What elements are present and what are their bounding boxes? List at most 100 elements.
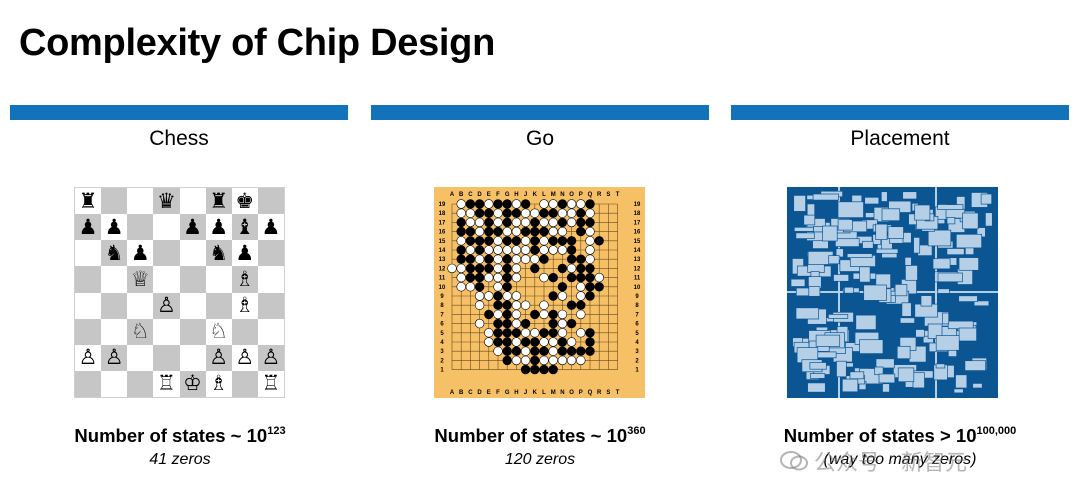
go-black-stone — [585, 328, 595, 338]
go-white-stone — [557, 309, 568, 320]
go-col-label: L — [542, 192, 546, 198]
chess-square — [179, 188, 206, 215]
go-black-stone — [576, 263, 586, 274]
go-white-stone — [530, 328, 540, 338]
placement-diagram — [787, 187, 998, 398]
placement-macro-block — [815, 351, 837, 359]
go-black-stone — [530, 309, 540, 320]
chess-piece: ♚ — [235, 188, 255, 213]
chess-square: ♞ — [101, 240, 128, 267]
go-black-stone — [585, 337, 595, 347]
placement-macro-block — [937, 288, 950, 294]
go-white-stone — [493, 254, 503, 264]
placement-macro-block — [985, 212, 993, 227]
chess-square — [101, 318, 128, 345]
go-row-label: 17 — [634, 220, 641, 226]
go-white-stone — [539, 337, 549, 347]
chess-piece: ♟ — [209, 214, 229, 239]
placement-macro-block — [855, 314, 877, 330]
go-row-label: 16 — [634, 230, 641, 236]
go-white-stone — [530, 208, 540, 218]
chess-piece: ♙ — [235, 345, 255, 370]
chess-square: ♝ — [231, 214, 258, 241]
chess-square — [75, 318, 102, 345]
chess-square: ♘ — [127, 318, 154, 345]
go-col-label: G — [505, 192, 510, 198]
go-white-stone — [539, 309, 549, 320]
go-black-stone — [530, 263, 540, 274]
go-white-stone — [557, 328, 568, 338]
placement-macro-block — [973, 300, 990, 307]
placement-macro-block — [807, 382, 826, 393]
go-white-stone — [456, 263, 466, 274]
go-white-stone — [474, 291, 485, 301]
chess-piece: ♗ — [235, 266, 255, 291]
placement-macro-block — [809, 362, 827, 370]
chess-square — [101, 370, 128, 397]
go-black-stone — [566, 318, 577, 329]
placement-macro-block — [912, 372, 925, 389]
placement-macro-block — [932, 258, 951, 270]
chess-piece: ♘ — [209, 319, 229, 344]
chess-piece: ♟ — [235, 240, 255, 265]
go-black-stone — [502, 337, 512, 347]
chess-piece: ♟ — [261, 214, 281, 239]
go-white-stone — [511, 355, 522, 366]
go-white-stone — [548, 355, 558, 366]
placement-macro-block — [980, 193, 993, 205]
go-black-stone — [539, 328, 549, 338]
go-black-stone — [557, 199, 568, 209]
chess-square — [257, 240, 284, 267]
go-row-label: 4 — [635, 340, 639, 346]
go-row-label: 15 — [439, 239, 446, 245]
go-col-label: K — [533, 192, 538, 198]
go-row-label: 18 — [439, 211, 446, 217]
go-black-stone — [465, 226, 476, 237]
go-black-stone — [539, 346, 549, 356]
go-white-stone — [539, 199, 549, 209]
go-white-stone — [548, 245, 558, 255]
chess-piece: ♞ — [104, 240, 124, 265]
go-black-stone — [530, 236, 540, 246]
go-black-stone — [594, 282, 604, 292]
chess-square — [179, 344, 206, 371]
placement-macro-block — [864, 196, 880, 205]
go-black-stone — [474, 272, 485, 283]
go-white-stone — [520, 245, 531, 255]
go-black-stone — [474, 208, 485, 218]
chess-piece: ♞ — [209, 240, 229, 265]
placement-macro-block — [901, 302, 912, 317]
go-row-label: 10 — [439, 285, 446, 291]
go-row-label: 7 — [440, 312, 444, 318]
placement-macro-block — [935, 335, 960, 351]
placement-macro-block — [972, 383, 983, 389]
chess-square: ♟ — [205, 214, 232, 241]
chess-square: ♗ — [231, 266, 258, 293]
chess-square — [127, 188, 154, 215]
go-white-stone — [502, 245, 512, 255]
placement-macro-block — [803, 214, 816, 226]
placement-macro-block — [958, 295, 978, 302]
placement-macro-block — [828, 255, 840, 265]
go-white-stone — [447, 263, 457, 274]
go-white-stone — [520, 254, 531, 264]
go-black-stone — [465, 272, 476, 283]
go-white-stone — [557, 291, 568, 301]
go-white-stone — [511, 309, 522, 320]
go-col-label: M — [551, 390, 556, 396]
go-black-stone — [484, 309, 494, 320]
go-row-label: 16 — [439, 230, 446, 236]
go-white-stone — [520, 217, 531, 228]
chess-square — [101, 188, 128, 215]
go-white-stone — [566, 208, 577, 218]
go-white-stone — [548, 199, 558, 209]
placement-zeros-note: (way too many zeros) — [823, 451, 977, 468]
go-white-stone — [474, 226, 485, 237]
go-black-stone — [539, 208, 549, 218]
go-col-label: Q — [588, 390, 593, 396]
go-white-stone — [557, 226, 568, 237]
go-white-stone — [585, 226, 595, 237]
chess-piece: ♟ — [183, 214, 202, 239]
go-white-stone — [548, 217, 558, 228]
go-row-label: 7 — [635, 312, 639, 318]
